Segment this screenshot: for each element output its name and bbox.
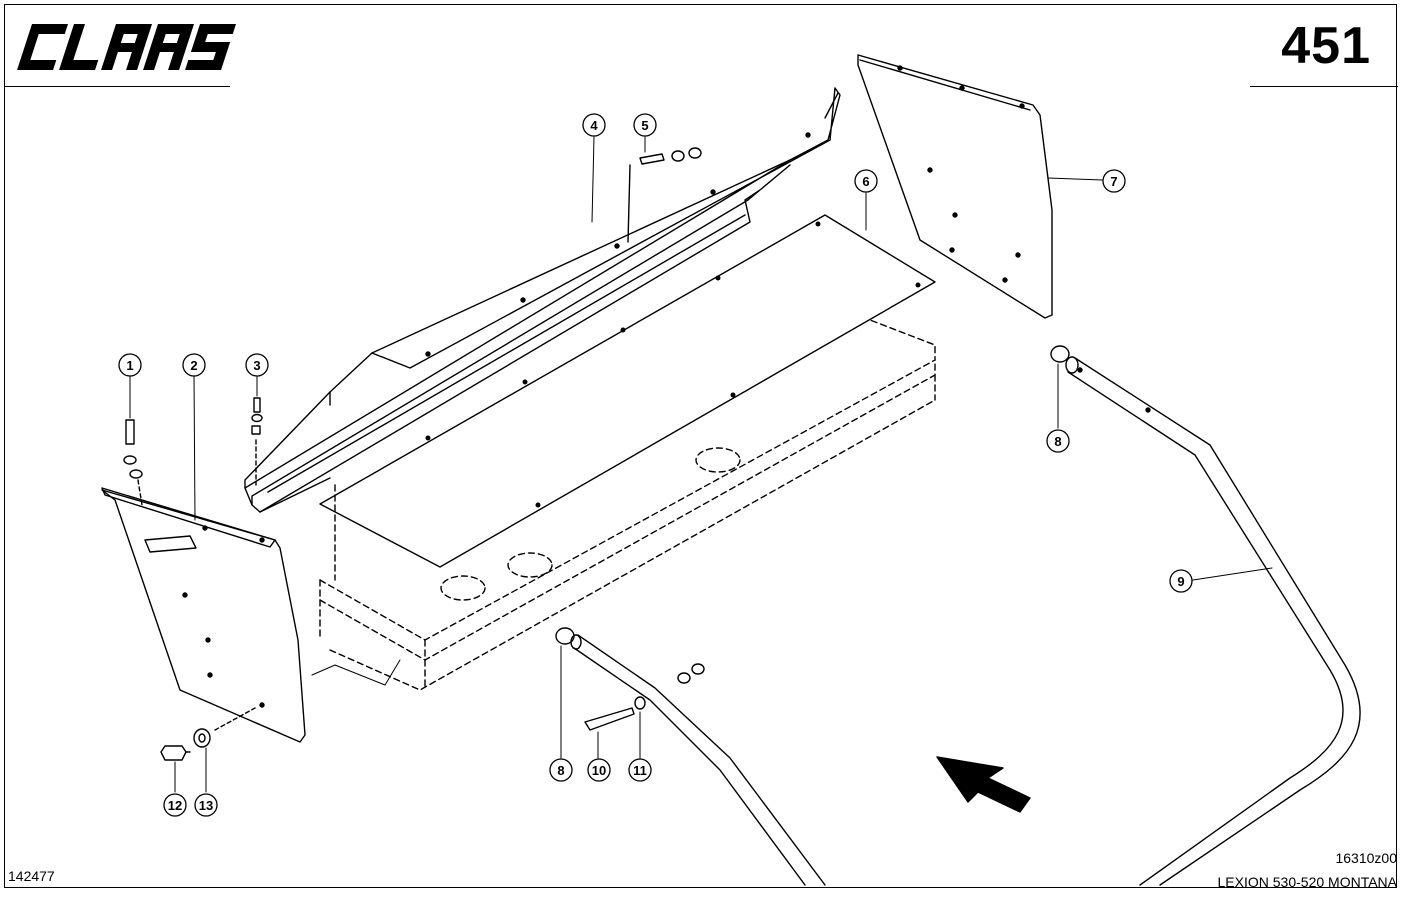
callout-8b: 8 — [557, 763, 564, 778]
callout-1-circle — [118, 353, 142, 377]
part-6-plate — [319, 214, 936, 568]
callout-4-circle — [582, 113, 606, 137]
header-rule-left — [4, 86, 230, 87]
callout-7: 7 — [1110, 174, 1117, 189]
direction-arrow — [936, 756, 1031, 813]
drawing-frame — [4, 4, 1397, 888]
callout-8b-circle — [549, 758, 573, 782]
bolt-12-13 — [160, 707, 256, 761]
callout-5: 5 — [641, 118, 648, 133]
callout-13-circle — [194, 793, 218, 817]
bolt-5-stack — [627, 147, 702, 243]
drawing-code: 16310z00 — [1335, 850, 1397, 866]
cap-plug-8-right — [1050, 345, 1070, 363]
hidden-frame-box — [319, 319, 936, 691]
callout-11: 11 — [633, 763, 647, 778]
page-number: 451 — [1281, 17, 1371, 75]
bolt-1-stack — [123, 419, 143, 506]
callout-1: 1 — [126, 358, 133, 373]
callout-5-circle — [633, 113, 657, 137]
callout-8a-circle — [1046, 429, 1070, 453]
callout-2: 2 — [190, 358, 197, 373]
callout-6-circle — [854, 169, 878, 193]
bolt-10-11 — [584, 663, 705, 731]
callout-12: 12 — [168, 798, 182, 813]
callout-7-circle — [1102, 169, 1126, 193]
bolt-3-stack — [251, 397, 263, 486]
callout-2-circle — [182, 353, 206, 377]
callout-9: 9 — [1177, 574, 1184, 589]
callout-12-circle — [163, 793, 187, 817]
part-4-deflector — [244, 87, 841, 513]
callout-13: 13 — [199, 798, 213, 813]
callout-9-circle — [1169, 569, 1193, 593]
part-7-side-shield-right — [857, 54, 1053, 319]
callout-3-circle — [245, 353, 269, 377]
footer-references: 16310z00 LEXION 530-520 MONTANA — [1218, 846, 1397, 894]
callout-10: 10 — [592, 763, 606, 778]
claas-logo — [17, 24, 236, 70]
part-9-tube-handle — [570, 356, 1361, 886]
callout-10-circle — [587, 758, 611, 782]
callout-4: 4 — [590, 118, 598, 133]
part-2-side-shield-left — [101, 487, 306, 743]
callout-8a: 8 — [1054, 434, 1061, 449]
callout-11-circle — [628, 758, 652, 782]
callout-6: 6 — [862, 174, 869, 189]
header-rule-right — [1250, 86, 1398, 87]
model-name: LEXION 530-520 MONTANA — [1217, 874, 1397, 890]
leader-lines — [129, 136, 1273, 793]
callout-3: 3 — [253, 358, 260, 373]
doc-number: 142477 — [8, 868, 55, 884]
